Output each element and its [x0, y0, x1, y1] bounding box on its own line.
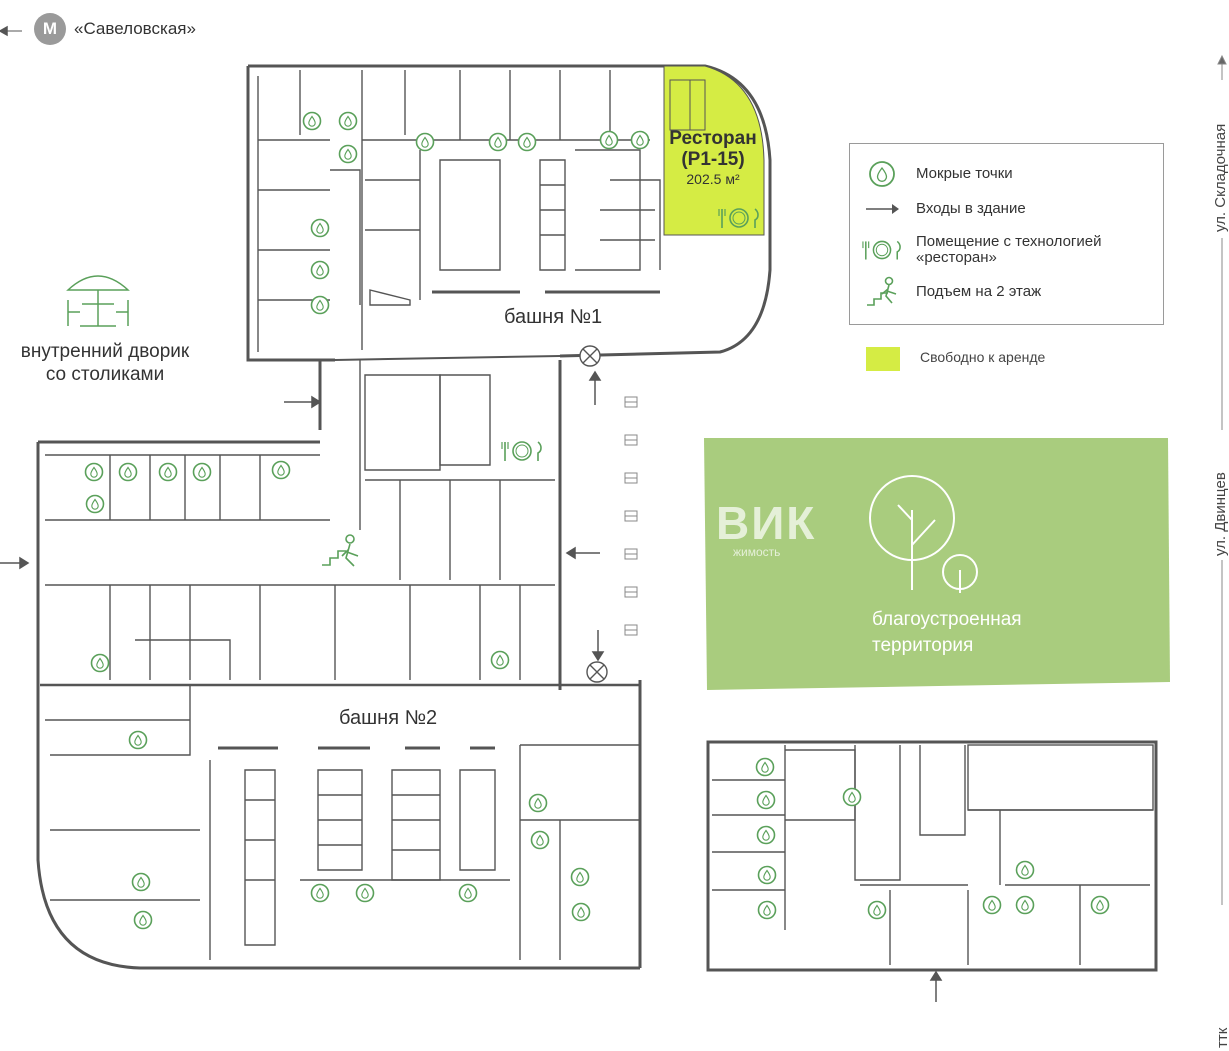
- annex-plan: [706, 740, 1158, 972]
- watermark: ВИК: [716, 497, 817, 549]
- restaurant-name: Ресторан: [669, 128, 757, 149]
- stairs-up-icon: [322, 534, 359, 567]
- street-label-ttk: ттк: [1214, 1027, 1229, 1048]
- legend-label: Помещение с технологией «ресторан»: [916, 233, 1102, 266]
- restaurant-interior: [669, 79, 706, 131]
- restaurant-unit[interactable]: Ресторан (Р1-15) 202.5 м²: [663, 128, 763, 188]
- free-for-rent-swatch: [866, 347, 900, 371]
- water-drop-icon: [862, 156, 902, 192]
- courtyard-label-line1: внутренний дворик: [20, 341, 190, 362]
- connector-plan: [318, 360, 562, 690]
- street-label-skladochnaya: ул. Складочная: [1212, 123, 1229, 232]
- legend-label: Мокрые точки: [916, 165, 1013, 182]
- metro-station-label: «Савеловская»: [74, 19, 196, 38]
- entrance-arrows: [0, 25, 943, 1002]
- restaurant-code: (Р1-15): [681, 149, 745, 170]
- courtyard-label-line2: со столиками: [45, 364, 165, 385]
- tower-2-label: башня №2: [339, 707, 438, 729]
- landscaped-label-line2: территория: [872, 635, 974, 656]
- stairs-up-icon: [862, 274, 902, 310]
- landscaped-area: [704, 438, 1170, 690]
- metro-icon: М: [34, 13, 66, 45]
- landscaped-label-line1: благоустроенная: [872, 609, 1022, 630]
- watermark-sub: жимость: [733, 545, 781, 559]
- legend-item: Помещение с технологией «ресторан»: [862, 232, 1146, 268]
- courtyard-table-icon: [66, 275, 130, 327]
- courtyard-label: внутренний дворик со столиками: [0, 340, 210, 386]
- restaurant-free-area: [663, 65, 765, 236]
- free-for-rent-label: Свободно к аренде: [920, 349, 1046, 365]
- legend-item: Входы в здание: [862, 191, 1026, 227]
- restaurant-icon: [501, 441, 542, 462]
- legend-item: Мокрые точки: [862, 156, 1013, 192]
- restaurant-icon: [862, 232, 902, 268]
- street-label-dvintsev: ул. Двинцев: [1212, 472, 1229, 556]
- legend-label: Входы в здание: [916, 200, 1026, 217]
- grid-markers: [624, 396, 638, 636]
- tower-1-plan: [246, 64, 772, 362]
- legend-label: Подъем на 2 этаж: [916, 283, 1042, 300]
- legend: Мокрые точки Входы в здание Помещение с …: [849, 143, 1164, 325]
- landscaped-label: благоустроенная территория: [872, 607, 1022, 659]
- legend-item: Подъем на 2 этаж: [862, 274, 1041, 310]
- metro-station: М «Савеловская»: [0, 12, 196, 46]
- tower-2-plan: [36, 440, 642, 970]
- arrow-right-icon: [862, 191, 902, 227]
- restaurant-area: 202.5 м²: [686, 171, 740, 187]
- tower-1-label: башня №1: [504, 306, 603, 328]
- entrance-markers: [579, 345, 608, 683]
